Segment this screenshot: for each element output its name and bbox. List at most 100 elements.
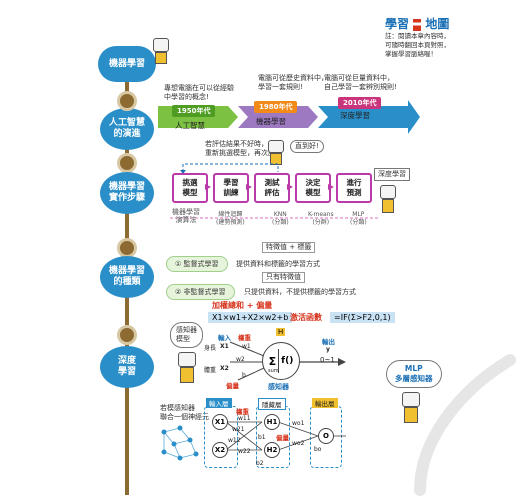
node-label: 人工智慧 的演進 — [108, 118, 145, 139]
spine-dot — [117, 153, 137, 173]
h-tag: H — [276, 328, 286, 336]
sum-sub: sum — [268, 368, 279, 374]
node-label: 機器學習 — [108, 58, 145, 69]
mlp-wo1: wo1 — [292, 420, 305, 427]
mlp-b2: b2 — [256, 460, 264, 467]
map-title-b: 地圖 — [425, 17, 450, 31]
perceptron-diagram — [229, 341, 346, 381]
range-label: 0~1 — [320, 356, 335, 364]
mlp-node-o: O — [318, 428, 334, 444]
era-year: 1950年代 — [172, 105, 216, 117]
era-year: 1980年代 — [254, 101, 298, 113]
w2-label: w2 — [236, 356, 245, 363]
mlp-wo2: wo2 — [292, 440, 305, 447]
perceptron-robot-bubble: 感知器 模型 — [170, 322, 203, 348]
robot-icon — [380, 185, 400, 213]
spine-dot — [117, 91, 137, 111]
algo-band — [170, 217, 380, 219]
input-layer-label: 輸入層 — [206, 398, 232, 408]
mlp-b1: b1 — [258, 434, 266, 441]
node-label: 深度 學習 — [117, 356, 136, 377]
activation-label: 激活函數 — [290, 313, 322, 322]
unsupervised-hint: 只有特徵值 — [262, 272, 305, 283]
mlp-w11: w11 — [238, 415, 251, 422]
node-deep-learning: 深度 學習 — [100, 346, 154, 388]
node-ai-evolution: 人工智慧 的演進 — [100, 108, 154, 150]
mlp-node-x1: X1 — [212, 414, 228, 430]
deep-learning-bubble: 深度學習 — [374, 168, 410, 181]
perceptron-caption: 感知器 — [268, 383, 289, 391]
step-box: 挑選 模型 — [172, 173, 208, 203]
robot-speech: 直到好! — [290, 140, 324, 153]
supervised-hint: 特徵值 + 標籤 — [262, 242, 316, 253]
weight-label: 權重 — [238, 334, 251, 342]
step-box: 進行 預測 — [336, 173, 372, 203]
map-note-line: 掌握學習脈絡喔！ — [385, 50, 437, 58]
sum-symbol: Σ — [268, 354, 277, 368]
mlp-bo: bo — [314, 446, 322, 453]
spine-dot — [117, 238, 137, 258]
robot-icon — [268, 140, 286, 165]
algo-title: 機器學習 演算法 — [172, 208, 200, 224]
output-layer-label: 輸出層 — [312, 398, 338, 408]
mlp-node-x2: X2 — [212, 442, 228, 458]
node-label: 機器學習 的種類 — [108, 266, 145, 287]
y-label: y — [326, 346, 330, 353]
timeline-note-2: 電腦可從歷史資料中， 學習一套規則! — [258, 74, 328, 91]
loop-note: 若評估結果不好時， 重新挑選模型，再次訓練 — [205, 140, 282, 157]
x2-label: X2 — [220, 365, 229, 372]
unsupervised-pill: ② 非監督式學習 — [166, 284, 235, 300]
map-note: 註：閱讀本章內容時， 可隨時翻回本頁對照， 掌握學習脈絡喔！ — [385, 32, 450, 59]
hidden-layer-label: 隱藏層 — [258, 398, 286, 410]
output-label: 輸出 — [322, 338, 335, 346]
mlp-weight-label: 權重 — [236, 408, 249, 416]
weight2-label: 體重 — [204, 367, 217, 374]
step-box: 測試 評估 — [254, 173, 290, 203]
map-title-a: 學習 — [385, 17, 410, 31]
mlp-connections — [225, 421, 346, 451]
map-note-line: 可隨時翻回本頁對照， — [385, 41, 450, 49]
timeline-note-1: 專想電腦在可以從經驗 中學習的概念! — [164, 84, 234, 101]
supervised-note: 提供資料和標籤的學習方式 — [236, 260, 320, 268]
algo-item: 線性迴歸 (建勢預測) — [216, 211, 245, 226]
input-label: 輸入 — [218, 334, 231, 342]
b-label: b — [242, 372, 246, 379]
supervised-pill: ① 監督式學習 — [166, 256, 228, 272]
unsupervised-note: 只提供資料，不提供標籤的學習方式 — [244, 288, 356, 296]
mlp-w22: w22 — [238, 448, 251, 455]
era-label: 深度學習 — [340, 111, 370, 120]
robot-icon — [402, 392, 424, 426]
mlp-w21: w21 — [232, 426, 245, 433]
spine-dot — [117, 325, 137, 345]
activation-formula: =IF(Σ>F2,0,1) — [330, 312, 395, 323]
perceptron-formula: X1×w1+X2×w2+b — [208, 312, 293, 323]
algo-item: K-means (分群) — [308, 211, 334, 226]
activation-symbol: f() — [281, 356, 294, 366]
timeline-note-3: 電腦可從巨量資料中， 自己學習一套辨別規則! — [324, 74, 397, 91]
mlp-w12: w12 — [228, 437, 241, 444]
node-label: 機器學習 實作步驟 — [108, 182, 145, 203]
era-label: 人工智慧 — [175, 121, 205, 130]
mlp-bias-label: 偏量 — [276, 434, 289, 442]
node-machine-learning: 機器學習 — [98, 46, 156, 82]
decor-swoosh — [414, 354, 516, 496]
robot-icon — [150, 38, 170, 64]
lighthouse-icon — [413, 18, 422, 31]
x1-label: X1 — [220, 343, 229, 350]
era-label: 機器學習 — [256, 117, 286, 126]
mlp-robot-note: 若模感知器 聯合一個神經元 — [160, 404, 209, 421]
w1-label: w1 — [242, 343, 251, 350]
mlp-node-h2: H2 — [264, 442, 280, 458]
node-ml-types: 機器學習 的種類 — [100, 256, 154, 298]
mlp-bubble: MLP 多層感知器 — [386, 360, 442, 388]
robot-icon — [178, 352, 200, 386]
neural-net-illustration — [161, 425, 199, 461]
bias-label: 偏量 — [226, 382, 239, 390]
perceptron-title: 加權總和 + 偏量 — [212, 301, 273, 310]
algo-item: KNN (分類) — [272, 211, 289, 226]
map-note-line: 註：閱讀本章內容時， — [385, 32, 450, 40]
loop-arrow — [180, 163, 279, 174]
height-label: 身長 — [204, 345, 217, 352]
node-ml-steps: 機器學習 實作步驟 — [100, 172, 154, 214]
algo-item: MLP (分類) — [350, 211, 367, 226]
